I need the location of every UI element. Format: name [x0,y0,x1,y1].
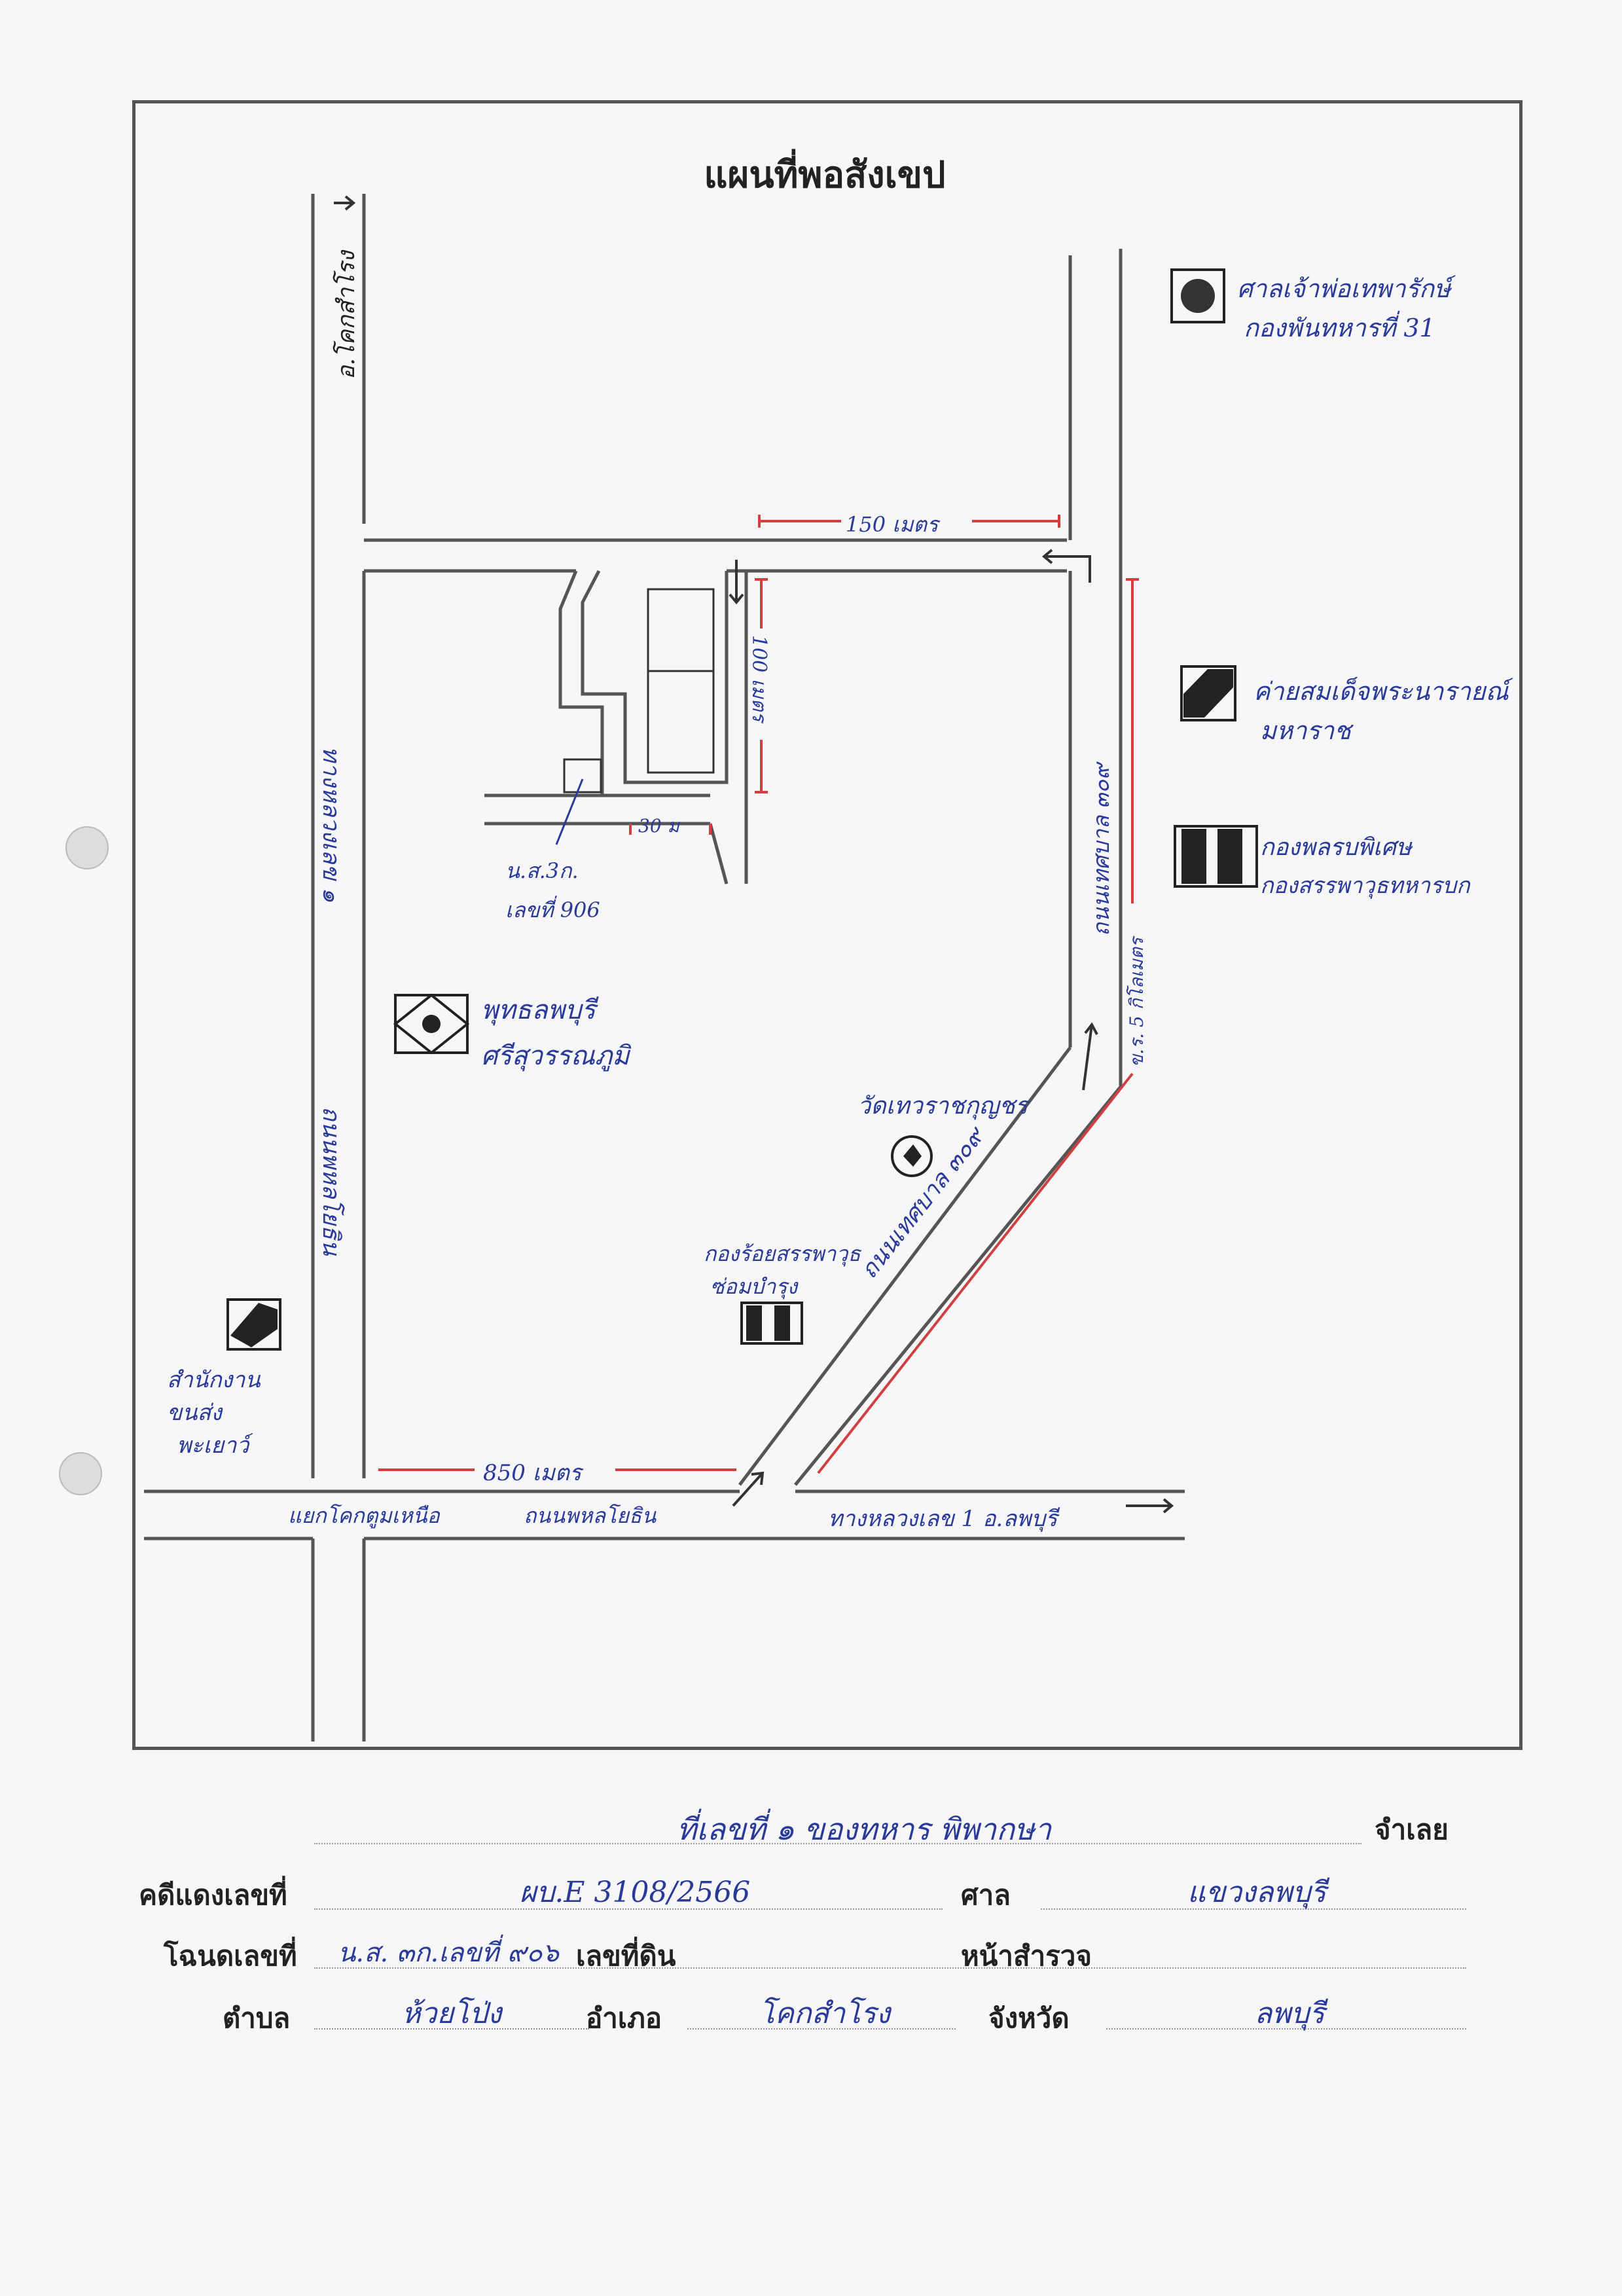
deed-line [314,1967,1466,1969]
company-label-a: กองร้อยสรรพาวุธ [704,1241,861,1266]
measure-lines [378,515,1139,1474]
bottom-junction-label: แยกโคกตูมเหนือ [288,1503,440,1528]
building-outline [581,570,729,784]
subdistrict-label: ตำบล [223,2003,291,2033]
inner-lane-end [708,823,729,884]
province-line [1106,2028,1466,2030]
parcel-label-a: น.ส.3ก. [505,858,579,883]
form-top-line [314,1843,1361,1844]
punch-hole [65,826,109,869]
distance-top: 150 เมตร [846,512,939,537]
province-value[interactable]: ลพบุรี [1254,1997,1325,2030]
court-line [1041,1908,1466,1910]
direction-arrows [334,195,1174,1514]
district-label: อำเภอ [586,2003,662,2033]
ordnance-icon [1174,825,1258,888]
court-label: ศาล [961,1880,1011,1910]
case-line [314,1908,943,1910]
distance-100: 100 เมตร [748,635,770,722]
military-camp-icon [1180,665,1236,721]
landmark-shrine-1: ศาลเจ้าพ่อเทพารักษ์ [1237,274,1451,303]
defendant-label: จำเลย [1375,1814,1449,1845]
court-value[interactable]: แขวงลพบุรี [1187,1876,1327,1909]
map-frame [132,100,1523,1750]
case-label: คดีแดงเลขที่ [139,1880,287,1910]
hospital-label-b: ศรีสุวรรณภูมิ [481,1041,630,1071]
district-value[interactable]: โคกสำโรง [759,1997,891,2030]
deed-label: โฉนดเลขที่ [164,1941,297,1971]
subdistrict-value[interactable]: ห้วยโป่ง [401,1997,502,2030]
road-diagonal-inner [738,1046,1072,1486]
road-diagonal-outer [794,1085,1122,1486]
parcel-box [647,588,715,774]
landmark-camp-2: มหาราช [1260,716,1351,745]
company-label-b: ซ่อมบำรุง [710,1274,798,1299]
road-label-right: ถนนเทศบาล ๓๐๙ [1089,763,1115,936]
deed-value[interactable]: น.ส. ๓ก.เลขที่ ๙๐๖ [338,1938,559,1968]
road-label-left-lower: ถนนพหลโยธิน [317,1106,344,1256]
company-icon [740,1302,803,1345]
landmark-camp-1: ค่ายสมเด็จพระนารายณ์ [1253,677,1509,706]
parcel-boxes [555,588,715,845]
road-label-left-upper: ทางหลวงเลข ๑ [317,746,344,903]
land-no-label: เลขที่ดิน [576,1941,676,1971]
landmark-ordnance-1: กองพลรบพิเศษ [1260,834,1412,861]
distance-right: ข.ร. 5 กิโลเมตร [1126,938,1147,1067]
office-label-b: ขนส่ง [167,1400,222,1426]
distance-850: 850 เมตร [483,1460,582,1486]
case-value[interactable]: ผบ.E 3108/2566 [519,1876,751,1909]
distance-30: 30 ม [638,815,679,837]
roads [144,194,1185,1741]
landmark-ordnance-2: กองสรรพาวุธทหารบก [1260,873,1470,899]
building-outline-left [558,570,604,795]
punch-hole [59,1452,102,1495]
survey-label: หน้าสำรวจ [961,1941,1092,1971]
landmark-shrine-2: กองพันทหารที่ 31 [1244,314,1435,342]
subdistrict-line [314,2028,589,2030]
road-label-top-left: อ.โคกสำโรง [333,251,360,380]
temple-label: วัดเทวราชกุญชร [857,1093,1028,1120]
province-label: จังหวัด [988,2003,1070,2033]
transport-office-icon [226,1298,281,1351]
bottom-road-left-label: ถนนพหลโยธิน [524,1503,657,1528]
office-label-c: พะเยาว์ [177,1432,249,1459]
bottom-road-right-label: ทางหลวงเลข 1 อ.ลพบุรี [828,1506,1058,1532]
parcel-label-b: เลขที่ 906 [505,898,600,922]
shrine-icon [1170,268,1225,323]
landmark-symbols [226,268,1258,1351]
temple-icon [891,1135,933,1177]
page-title: แผนที่พอสังเขป [704,154,946,196]
small-lot [563,758,602,793]
form-top-value: ที่เลขที่ ๑ ของทหาร พิพากษา [676,1812,1052,1847]
hospital-label-a: พุทธลพบุรี [481,995,596,1025]
district-line [687,2028,956,2030]
office-label-a: สำนักงาน [167,1367,261,1393]
